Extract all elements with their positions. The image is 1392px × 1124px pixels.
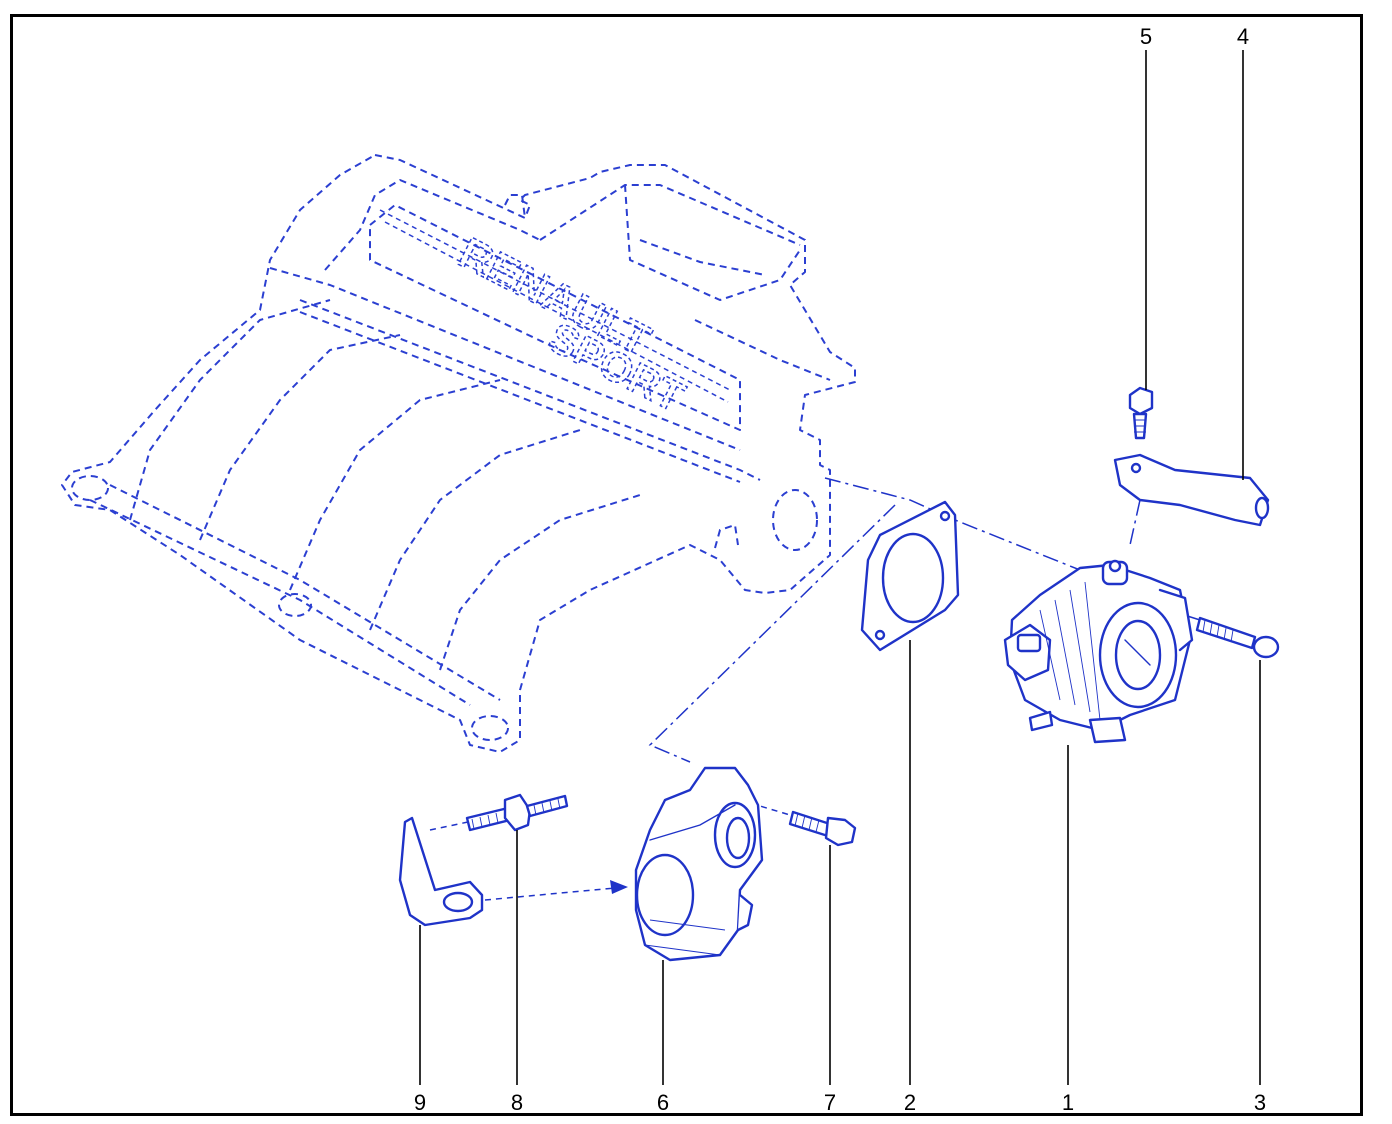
bracket-part-4 <box>1113 453 1270 527</box>
arrowhead-icon <box>610 880 628 894</box>
callout-9: 9 <box>414 1090 426 1115</box>
screw-part-3 <box>1195 616 1280 659</box>
screw-part-7 <box>788 810 857 847</box>
callout-2: 2 <box>904 1090 916 1115</box>
callout-leaders <box>419 50 1261 1085</box>
callout-8: 8 <box>511 1090 523 1115</box>
callout-7: 7 <box>824 1090 836 1115</box>
bolt-part-5 <box>1128 386 1154 440</box>
throttle-body-part-1 <box>1003 559 1194 744</box>
callout-3: 3 <box>1254 1090 1266 1115</box>
callout-labels: 1 2 3 4 5 6 7 8 9 <box>414 24 1266 1115</box>
callout-1: 1 <box>1062 1090 1074 1115</box>
stud-part-8 <box>465 793 569 832</box>
bracket-part-9 <box>398 816 484 927</box>
callout-4: 4 <box>1237 24 1249 49</box>
intake-manifold-outline <box>61 154 856 753</box>
callout-5: 5 <box>1140 24 1152 49</box>
callout-6: 6 <box>657 1090 669 1115</box>
gasket-part-2 <box>860 500 960 652</box>
sensor-part-6 <box>634 766 764 962</box>
